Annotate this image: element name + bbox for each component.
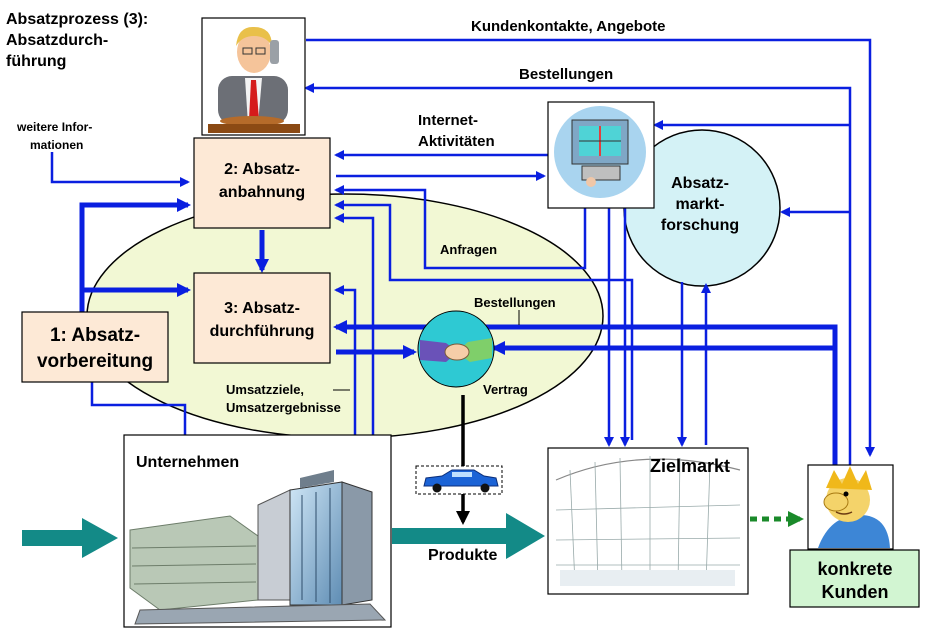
internet-computer-icon (547, 101, 655, 209)
car-icon (415, 465, 503, 495)
title-line2: Absatzdurch- (6, 32, 108, 49)
bestellungen-top-arrow (304, 83, 852, 465)
handshake-icon (417, 310, 495, 388)
weitere-info-arrow (50, 152, 190, 187)
input-teal-arrow (22, 518, 118, 558)
umsatz-line-b (334, 285, 357, 435)
bestellungen-mid-arrow (333, 320, 838, 470)
anfragen-label: Anfragen (440, 242, 497, 257)
vorbereitung-anbahnung-arrow (79, 198, 191, 316)
produkte-teal-arrow (392, 513, 545, 559)
unternehmen-label: Unternehmen (136, 454, 239, 471)
umsatz-label-line2: Umsatzergebnisse (226, 400, 341, 415)
box-anbahnung (193, 137, 331, 229)
bestellungen-top-label: Bestellungen (519, 66, 613, 83)
box-kunden-line1: konkrete (817, 559, 892, 579)
box-kunden (789, 549, 920, 608)
customer-face-icon (807, 464, 894, 550)
box-vorbereitung (21, 311, 169, 383)
box-vorbereitung-line1: 1: Absatz- (50, 325, 140, 346)
box-durchfuehrung (193, 272, 331, 364)
businessman-phone-icon (201, 17, 306, 136)
box-durchfuehrung-line2: durchführung (210, 323, 315, 340)
box-durchfuehrung-line1: 3: Absatz- (224, 300, 300, 317)
internet-label-line2: Aktivitäten (418, 133, 495, 150)
box-vorbereitung-line2: vorbereitung (37, 351, 153, 372)
forschung-line3: forschung (661, 217, 739, 234)
zielmarkt-anbahnung-line (334, 200, 634, 440)
box-kunden-line2: Kunden (822, 582, 889, 602)
box-anbahnung-line2: anbahnung (219, 184, 305, 201)
title-line1: Absatzprozess (3): (6, 11, 148, 28)
side-note-line2: mationen (30, 138, 83, 152)
umsatz-line-a (334, 213, 375, 435)
kundenkontakte-label: Kundenkontakte, Angebote (471, 18, 665, 35)
title-line3: führung (6, 53, 66, 70)
vertrag-label: Vertrag (483, 382, 528, 397)
forschung-line2: markt- (676, 196, 725, 213)
vorbereitung-unternehmen-line (90, 382, 187, 435)
zielmarkt-label: Zielmarkt (650, 456, 730, 476)
box-anbahnung-line1: 2: Absatz- (224, 161, 300, 178)
company-buildings-icon (123, 434, 392, 628)
market-hall-icon (547, 447, 749, 595)
produkte-label: Produkte (428, 547, 497, 564)
umsatz-label-line1: Umsatzziele, (226, 382, 304, 397)
internet-label-line1: Internet- (418, 112, 478, 129)
bestellungen-mid-label: Bestellungen (474, 295, 556, 310)
side-note-line1: weitere Infor- (16, 120, 92, 134)
kundenkontakte-arrow (306, 38, 875, 457)
anfragen-internet-line (334, 185, 587, 270)
forschung-line1: Absatz- (671, 175, 729, 192)
